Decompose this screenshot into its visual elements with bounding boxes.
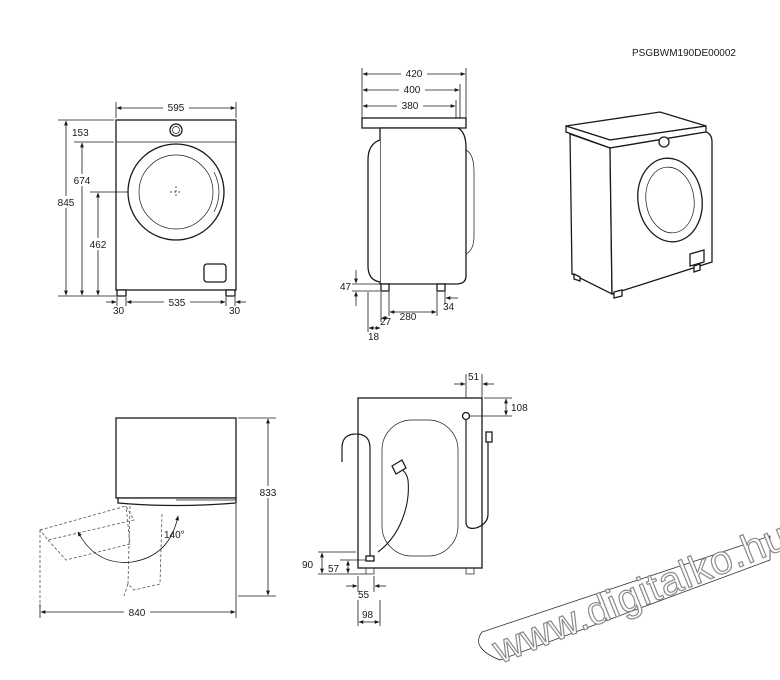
- door-glass: [138, 154, 214, 230]
- dim-width: 595: [168, 103, 185, 114]
- watermark-text: www.digitalko.hu: [486, 514, 780, 673]
- power-cable: [377, 467, 409, 553]
- dim-door-height: 833: [260, 488, 277, 499]
- dim-door-angle: 140°: [164, 530, 185, 541]
- iso-knob-icon: [658, 136, 670, 148]
- iso-door: [637, 157, 703, 243]
- dim-foot-offset: 27: [380, 317, 392, 328]
- door-center-mark-icon: [170, 186, 182, 198]
- dim-door-width-open: 840: [129, 608, 146, 619]
- dim-foot-left: 30: [113, 306, 125, 317]
- door-swing-outline: [39, 505, 135, 541]
- door-swing-arc: [77, 515, 180, 563]
- dim-drain-offset: 57: [328, 564, 340, 575]
- service-flap: [203, 263, 227, 283]
- dim-foot-right: 30: [229, 306, 241, 317]
- dim-depth-body: 380: [402, 101, 419, 112]
- dim-rear-foot-offset: 34: [443, 302, 455, 313]
- rear-panel: [381, 419, 459, 557]
- dim-inlet-top: 108: [511, 403, 528, 414]
- program-knob-icon: [169, 123, 183, 137]
- side-view: 420 400 380 47 280 34 27 18: [340, 67, 475, 343]
- dim-foot-span-side: 280: [400, 312, 417, 323]
- dim-drain-height: 90: [302, 560, 314, 571]
- dim-drain-width: 55: [358, 590, 370, 601]
- dim-depth-mid: 400: [404, 85, 421, 96]
- iso-side: [569, 133, 613, 296]
- document-code: PSGBWM190DE00002: [632, 48, 736, 59]
- water-inlet-icon: [461, 411, 471, 421]
- dim-depth-max: 420: [406, 69, 423, 80]
- dim-inlet-offset: 51: [468, 372, 480, 383]
- door-view-cabinet: [115, 417, 237, 499]
- dim-foot-height: 47: [340, 282, 352, 293]
- dim-height-door-center: 462: [90, 240, 107, 251]
- dim-height-door-top: 674: [74, 176, 91, 187]
- front-view: 595 845 674 462 153 535 30 30: [54, 101, 246, 317]
- door-open-view: 140° 833 840: [39, 417, 280, 619]
- dim-top-to-knob: 153: [72, 128, 89, 139]
- side-body: [379, 127, 467, 285]
- dim-drain-distance: 98: [362, 610, 374, 621]
- side-door-bulge: [367, 139, 381, 283]
- side-top-panel: [361, 117, 467, 129]
- watermark: www.digitalko.hu: [478, 513, 780, 673]
- dim-foot-span: 535: [169, 298, 186, 309]
- power-plug-icon: [391, 459, 407, 475]
- rear-cabinet: [357, 397, 483, 569]
- isometric-view: [565, 111, 713, 299]
- dim-height-total: 845: [58, 198, 75, 209]
- dim-front-foot-inset: 18: [368, 332, 380, 343]
- rear-view: 51 108 90 57 55 98: [302, 372, 528, 626]
